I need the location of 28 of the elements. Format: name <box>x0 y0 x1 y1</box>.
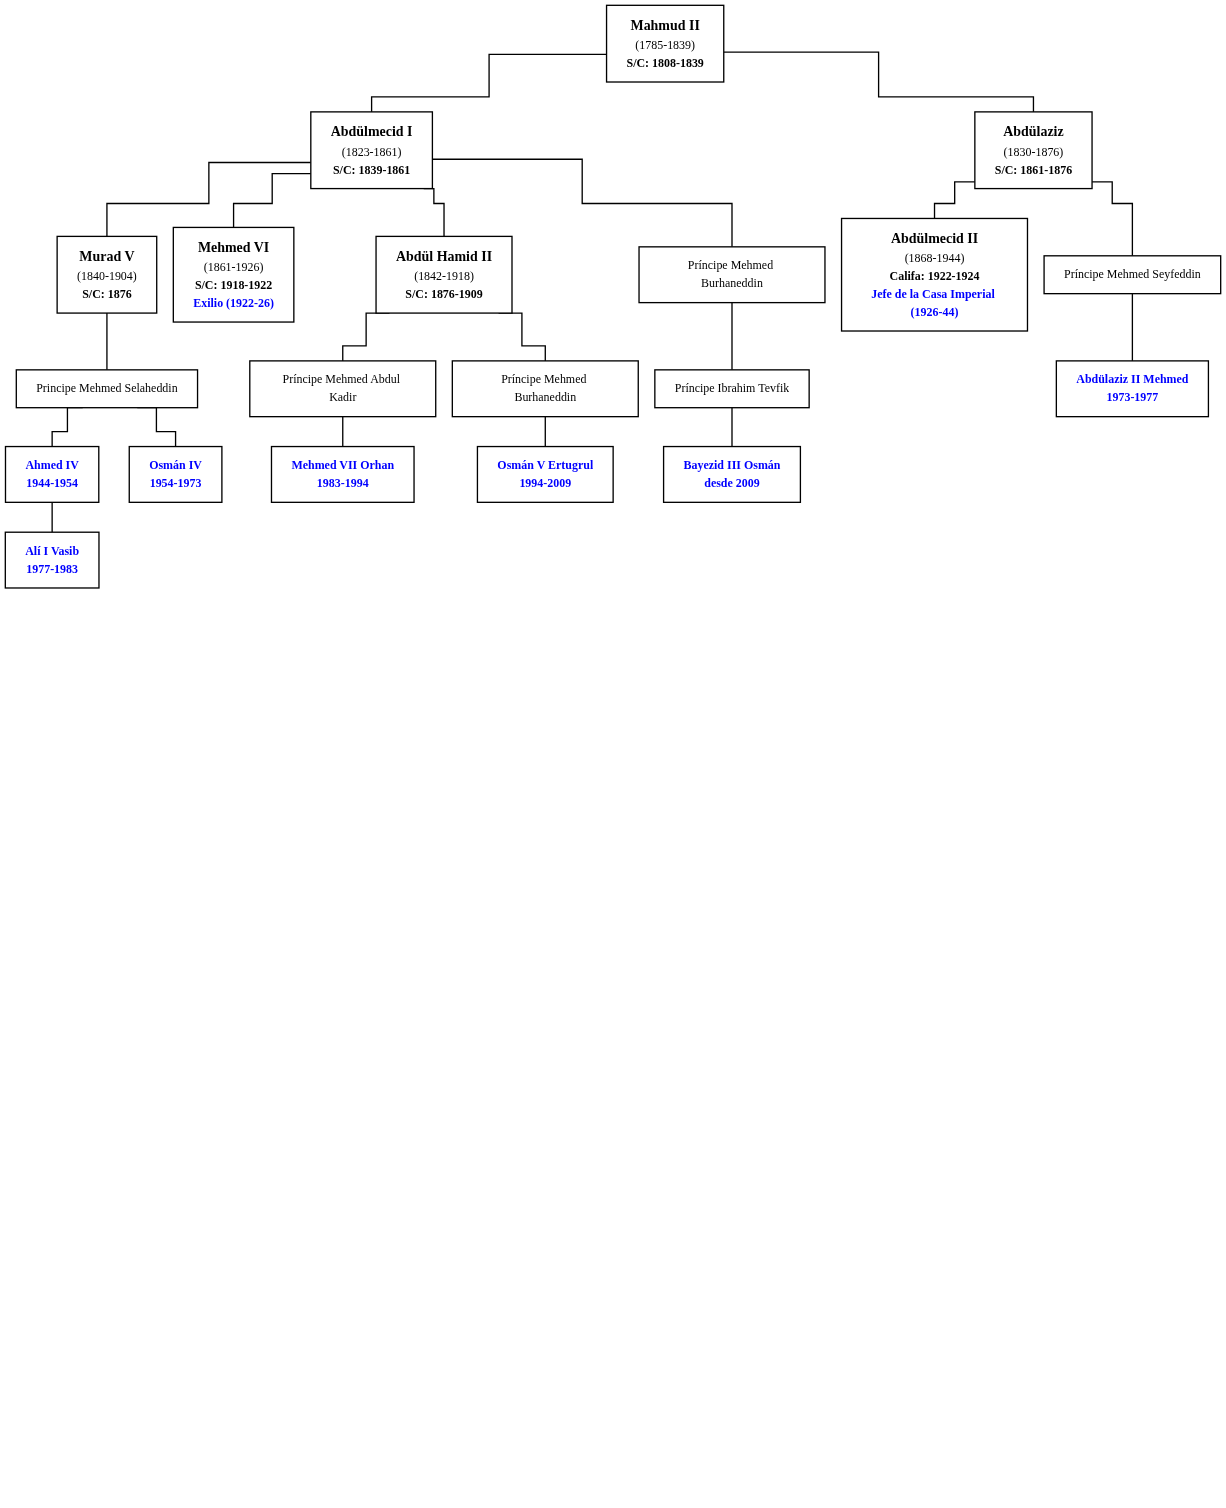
connector <box>731 407 733 448</box>
node-box: Osmán IV 1954-1973 <box>128 445 223 503</box>
node-box: Príncipe Mehmed Abdul Kadir <box>249 360 437 418</box>
connector <box>342 416 344 448</box>
node-box: Abdülmecid I (1823-1861) S/C: 1839-1861 <box>310 111 434 190</box>
node-box: Príncipe Mehmed Burhaneddin <box>451 360 639 418</box>
connector <box>544 416 546 448</box>
node-box: Príncipe Mehmed Burhaneddin <box>638 246 826 304</box>
node-box: Mahmud II (1785-1839) S/C: 1808-1839 <box>605 4 725 83</box>
node-box: Abdülmecid II (1868-1944) Califa: 1922-1924 Jefe de la Casa Imperial (1926-44) <box>840 217 1029 332</box>
node-box: Ahmed IV 1944-1954 <box>4 445 100 503</box>
node-box: Príncipe Mehmed Seyfeddin <box>1043 255 1222 295</box>
node-box: Osmán V Ertugrul 1994-2009 <box>476 445 614 503</box>
node-box: Mehmed VII Orhan 1983-1994 <box>270 445 415 503</box>
node-box: Principe Mehmed Selaheddin <box>15 369 199 409</box>
node-box: Príncipe Ibrahim Tevfik <box>654 369 810 409</box>
node-box: Alí I Vasib 1977-1983 <box>4 531 100 589</box>
connector <box>1131 293 1134 362</box>
node-box: Murad V (1840-1904) S/C: 1876 <box>56 235 158 314</box>
connector <box>106 312 108 371</box>
node-box: Mehmed VI (1861-1926) S/C: 1918-1922 Exilio (1922-26) <box>172 226 295 323</box>
node-box: Abdülaziz (1830-1876) S/C: 1861-1876 <box>974 111 1093 190</box>
node-box: Bayezid III Osmán desde 2009 <box>662 445 802 503</box>
connector <box>723 51 1035 113</box>
connector <box>51 501 53 533</box>
node-box: Abdülaziz II Mehmed 1973-1977 <box>1055 360 1210 418</box>
connector <box>731 301 733 371</box>
node-box: Abdül Hamid II (1842-1918) S/C: 1876-1909 <box>375 235 513 314</box>
